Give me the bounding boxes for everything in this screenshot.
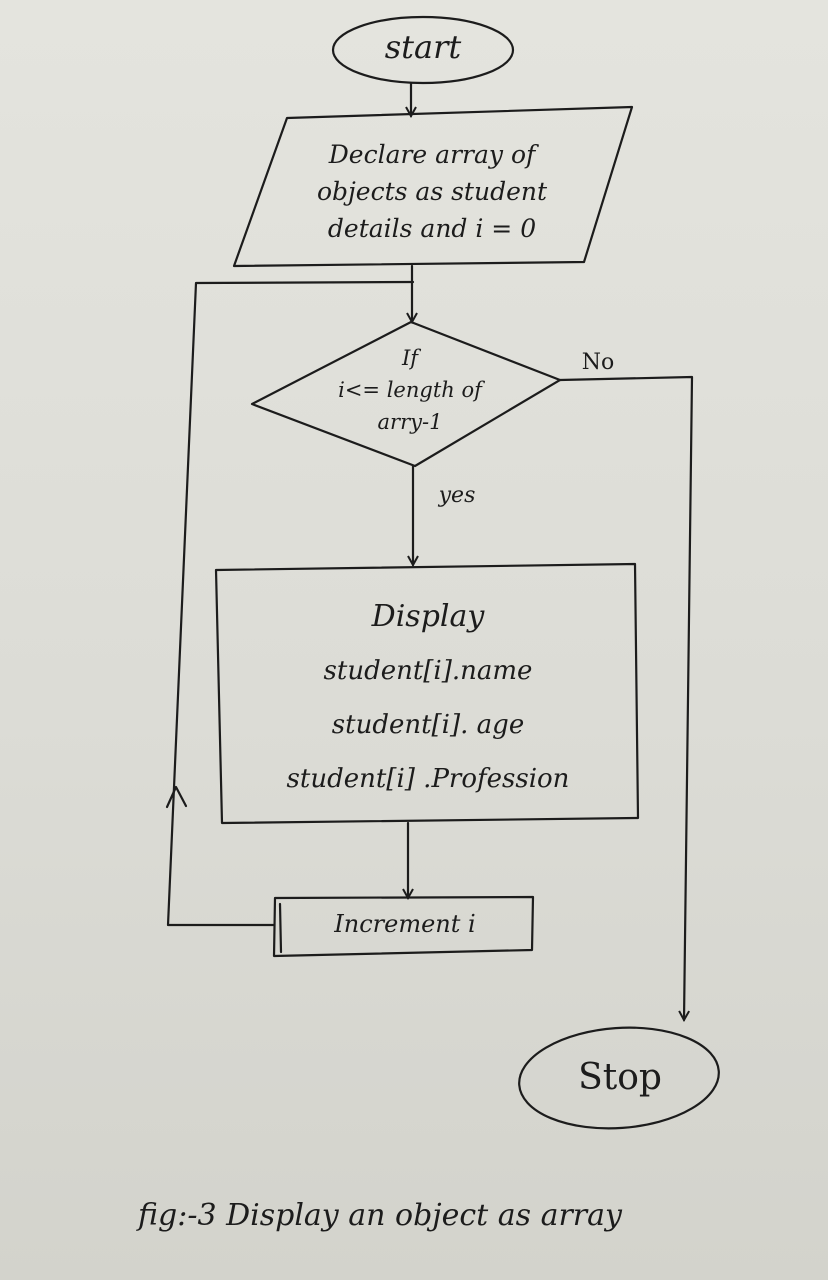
stop-label: Stop [578,1057,662,1098]
display-process-shape [214,562,640,825]
declare-line-3: details and i = 0 [327,214,537,243]
yes-edge-label: yes [438,483,476,508]
display-line-2: student[i].name [323,656,533,686]
declare-io-shape [232,105,634,268]
loop-up-arrowhead [165,785,188,809]
start-label: start [384,28,462,66]
start-terminal-shape [331,15,515,85]
display-label: Display student[i].name student[i]. age … [228,590,628,806]
figure-caption: fig:-3 Display an object as array [138,1198,622,1233]
edge-loop-back [166,280,415,927]
display-line-3: student[i]. age [331,710,525,740]
edge-condition-no [558,375,694,1020]
increment-label: Increment i [334,910,476,938]
condition-label: If i<= length of arry-1 [300,342,520,438]
display-line-4: student[i] .Profession [286,764,570,794]
no-edge-label: No [581,350,615,375]
increment-box-rule [278,902,283,954]
condition-line-3: arry-1 [377,410,443,434]
condition-line-1: If [401,346,419,370]
declare-line-1: Declare array of [328,140,536,169]
declare-label: Declare array of objects as student deta… [262,136,602,247]
condition-line-2: i<= length of [338,378,482,402]
increment-process-shape [272,895,535,958]
condition-decision-shape [250,320,562,468]
stop-terminal-shape [518,1026,720,1130]
display-line-1: Display [371,599,485,634]
declare-line-2: objects as student [316,177,548,206]
